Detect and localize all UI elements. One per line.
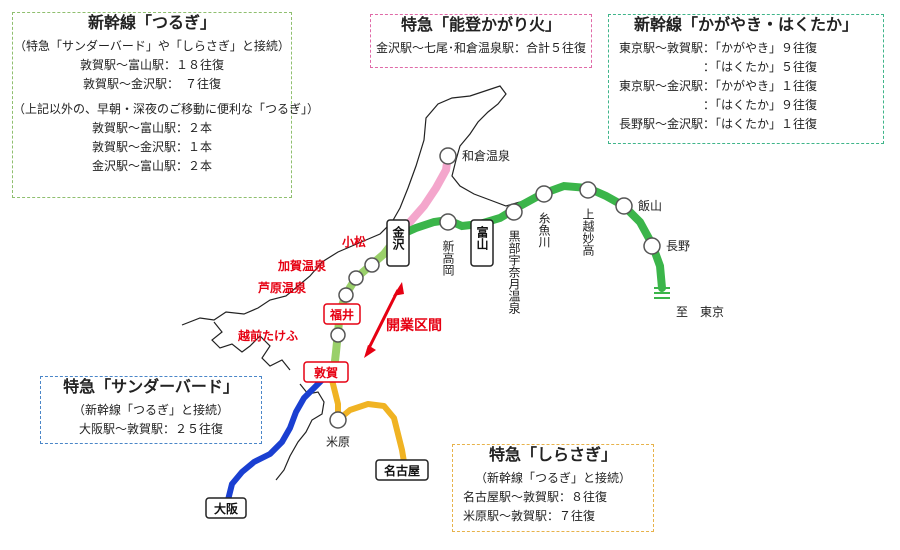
info-line: 敦賀駅〜金沢駅：１本: [91, 140, 212, 154]
station-label-wakura: 和倉温泉: [462, 148, 510, 163]
station-label-nagoya: 名古屋: [384, 463, 420, 478]
bay-outline: [211, 321, 291, 371]
info-box-shirasagi: 特急「しらさぎ」 （新幹線「つるぎ」と接続） 名古屋駅〜敦賀駅：８往復 米原駅〜…: [452, 444, 654, 532]
station-marker-maibara: [329, 411, 347, 429]
station-label-echizen: 越前たけふ: [237, 328, 298, 343]
station-marker-wakura: [439, 147, 457, 165]
station-label-kanazawa: 金沢: [391, 225, 405, 251]
info-line: 大阪駅〜敦賀駅：２５往復: [78, 422, 223, 436]
track-end-marker: [654, 287, 670, 299]
station-label-tsuruga: 敦賀: [314, 365, 338, 380]
opening-section-arrow: [364, 282, 404, 358]
tsuruga-bay-outline: [275, 383, 325, 481]
station-label-nagano: 長野: [666, 239, 690, 253]
info-title-shirasagi: 特急「しらさぎ」: [488, 445, 617, 464]
station-label-shintakaoka: 新高岡: [441, 239, 455, 276]
station-label-maibara: 米原: [326, 435, 350, 449]
info-line: （新幹線「つるぎ」と接続）: [474, 471, 631, 485]
info-line: 名古屋駅〜敦賀駅：８往復: [463, 490, 608, 504]
station-box-toyama: 富山: [470, 219, 494, 267]
station-marker-itoigawa: [535, 185, 553, 203]
info-line: 敦賀駅〜金沢駅： ７往復: [82, 77, 221, 91]
info-line: 敦賀駅〜富山駅：１８往復: [79, 58, 224, 72]
station-marker-komatsu: [364, 257, 380, 273]
info-line: 金沢駅〜富山駅：２本: [91, 159, 212, 173]
station-marker-kaga: [348, 270, 364, 286]
station-box-osaka: 大阪: [205, 497, 247, 519]
info-title-thunderbird: 特急「サンダーバード」: [63, 377, 239, 396]
info-box-noto: 特急「能登かがり火」 金沢駅〜七尾･和倉温泉駅：合計５往復: [370, 14, 592, 68]
station-marker-kurobe: [505, 203, 523, 221]
station-box-fukui: 福井: [323, 303, 361, 325]
info-line: 東京駅〜金沢駅：「かがやき」１往復: [619, 79, 818, 93]
info-line: （特急「サンダーバード」や「しらさぎ」と接続）: [14, 39, 290, 53]
info-title-tsurugi: 新幹線「つるぎ」: [87, 13, 216, 32]
station-label-komatsu: 小松: [342, 234, 366, 249]
station-box-nagoya: 名古屋: [375, 459, 429, 481]
station-label-iiyama: 飯山: [638, 198, 662, 213]
info-line: 敦賀駅〜富山駅：２本: [91, 121, 212, 135]
info-note: （上記以外の、早朝・深夜のご移動に便利な「つるぎ」）: [13, 102, 320, 116]
station-label-kaga: 加賀温泉: [277, 258, 327, 273]
station-label-awara: 芦原温泉: [258, 280, 307, 295]
info-box-tsurugi: 新幹線「つるぎ」 （特急「サンダーバード」や「しらさぎ」と接続） 敦賀駅〜富山駅…: [12, 12, 320, 198]
station-box-kanazawa: 金沢: [386, 219, 410, 267]
station-marker-awara: [338, 287, 354, 303]
station-marker-nagano: [643, 237, 661, 255]
station-label-fukui: 福井: [329, 307, 354, 322]
station-label-joetsu: 上越妙高: [581, 208, 595, 257]
info-line: 金沢駅〜七尾･和倉温泉駅：合計５往復: [375, 41, 586, 55]
info-line: 長野駅〜金沢駅：「はくたか」１往復: [619, 117, 818, 131]
station-label-kurobe: 黒部宇奈月温泉: [507, 230, 521, 314]
info-title-noto: 特急「能登かがり火」: [400, 15, 561, 34]
station-box-tsuruga: 敦賀: [303, 361, 349, 383]
info-line: 東京駅〜敦賀駅：「かがやき」９往復: [619, 41, 818, 55]
station-marker-echizen: [330, 327, 346, 343]
thunderbird-line: [225, 369, 333, 503]
info-line: ：「はくたか」９往復: [619, 98, 818, 112]
info-line: （新幹線「つるぎ」と接続）: [72, 403, 229, 417]
station-marker-iiyama: [615, 197, 633, 215]
info-box-kagayaki: 新幹線「かがやき・はくたか」 東京駅〜敦賀駅：「かがやき」９往復 ：「はくたか」…: [608, 14, 884, 144]
coastline: [181, 85, 621, 326]
station-label-tokyo: 至 東京: [676, 305, 724, 319]
opening-section-label: 開業区間: [386, 317, 442, 334]
station-marker-joetsu: [579, 181, 597, 199]
info-line: 米原駅〜敦賀駅：７往復: [463, 509, 596, 523]
info-line: ：「はくたか」５往復: [619, 60, 818, 74]
station-label-osaka: 大阪: [214, 501, 239, 516]
station-marker-shintakaoka: [439, 213, 457, 231]
station-label-itoigawa: 糸魚川: [537, 212, 551, 248]
info-title-kagayaki: 新幹線「かがやき・はくたか」: [633, 15, 858, 34]
info-box-thunderbird: 特急「サンダーバード」 （新幹線「つるぎ」と接続） 大阪駅〜敦賀駅：２５往復: [40, 376, 262, 444]
station-label-toyama: 富山: [475, 225, 489, 251]
